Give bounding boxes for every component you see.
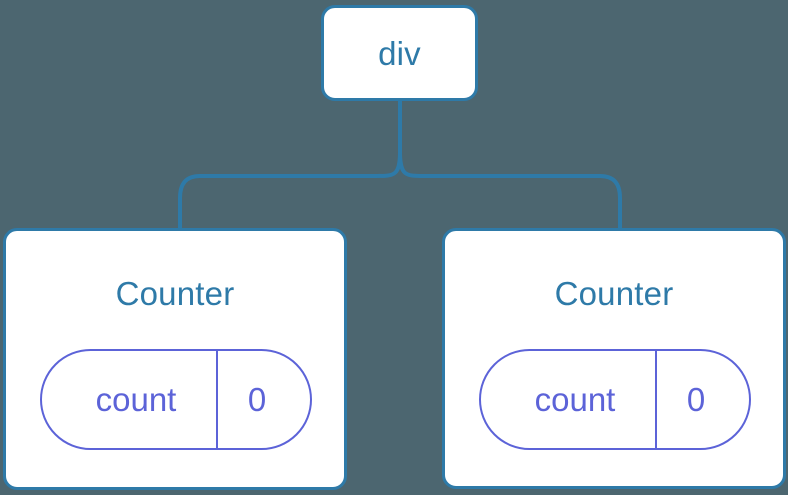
counter-right-state-pill[interactable]: count 0 xyxy=(479,349,751,450)
counter-left-state-key: count xyxy=(42,351,218,448)
tree-node-counter-left[interactable]: Counter count 0 xyxy=(3,228,347,490)
tree-node-counter-right[interactable]: Counter count 0 xyxy=(442,228,786,489)
root-node-label: div xyxy=(378,34,421,72)
counter-right-state-key: count xyxy=(481,351,657,448)
counter-left-state-pill[interactable]: count 0 xyxy=(40,349,312,450)
counter-left-title: Counter xyxy=(115,275,235,312)
tree-node-root[interactable]: div xyxy=(321,5,478,101)
counter-right-state-value: 0 xyxy=(686,381,706,418)
counter-left-state-value: 0 xyxy=(247,381,267,418)
counter-right-title: Counter xyxy=(554,275,674,312)
